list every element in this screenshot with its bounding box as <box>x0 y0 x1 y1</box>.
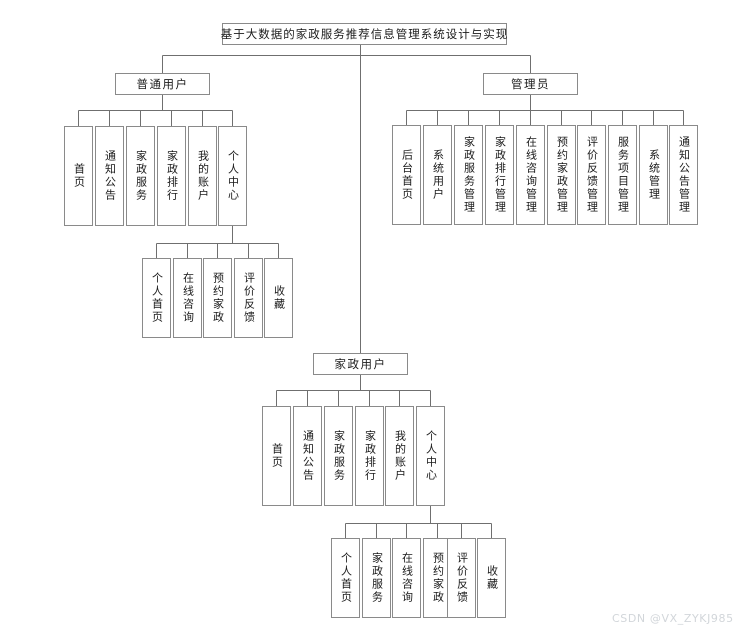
branch-node-normal-user[interactable]: 普通用户 <box>115 73 210 95</box>
leaf-node-housekeeping-user-2[interactable]: 家政服务 <box>324 406 353 506</box>
leaf-node-normal-user-0[interactable]: 首页 <box>64 126 93 226</box>
branch-node-housekeeping-user[interactable]: 家政用户 <box>313 353 408 375</box>
branch-node-admin[interactable]: 管理员 <box>483 73 578 95</box>
subleaf-node-normal-user-3[interactable]: 评价反馈 <box>234 258 263 338</box>
subleaf-node-housekeeping-user-2[interactable]: 在线咨询 <box>392 538 421 618</box>
leaf-node-normal-user-5[interactable]: 个人中心 <box>218 126 247 226</box>
leaf-node-admin-0[interactable]: 后台首页 <box>392 125 421 225</box>
subleaf-node-normal-user-2[interactable]: 预约家政 <box>203 258 232 338</box>
leaf-node-admin-9[interactable]: 通知公告管理 <box>669 125 698 225</box>
leaf-node-housekeeping-user-5[interactable]: 个人中心 <box>416 406 445 506</box>
watermark-text: CSDN @VX_ZYKJ985 <box>612 612 734 625</box>
leaf-node-admin-5[interactable]: 预约家政管理 <box>547 125 576 225</box>
subleaf-node-housekeeping-user-4[interactable]: 评价反馈 <box>447 538 476 618</box>
leaf-node-housekeeping-user-0[interactable]: 首页 <box>262 406 291 506</box>
leaf-node-normal-user-1[interactable]: 通知公告 <box>95 126 124 226</box>
leaf-node-housekeeping-user-3[interactable]: 家政排行 <box>355 406 384 506</box>
leaf-node-admin-8[interactable]: 系统管理 <box>639 125 668 225</box>
leaf-node-housekeeping-user-4[interactable]: 我的账户 <box>385 406 414 506</box>
leaf-node-housekeeping-user-1[interactable]: 通知公告 <box>293 406 322 506</box>
leaf-node-normal-user-4[interactable]: 我的账户 <box>188 126 217 226</box>
subleaf-node-normal-user-0[interactable]: 个人首页 <box>142 258 171 338</box>
subleaf-node-normal-user-1[interactable]: 在线咨询 <box>173 258 202 338</box>
leaf-node-admin-2[interactable]: 家政服务管理 <box>454 125 483 225</box>
leaf-node-admin-1[interactable]: 系统用户 <box>423 125 452 225</box>
leaf-node-normal-user-2[interactable]: 家政服务 <box>126 126 155 226</box>
subleaf-node-housekeeping-user-0[interactable]: 个人首页 <box>331 538 360 618</box>
leaf-node-normal-user-3[interactable]: 家政排行 <box>157 126 186 226</box>
leaf-node-admin-4[interactable]: 在线咨询管理 <box>516 125 545 225</box>
leaf-node-admin-6[interactable]: 评价反馈管理 <box>577 125 606 225</box>
leaf-node-admin-3[interactable]: 家政排行管理 <box>485 125 514 225</box>
root-node[interactable]: 基于大数据的家政服务推荐信息管理系统设计与实现 <box>221 23 507 45</box>
subleaf-node-housekeeping-user-1[interactable]: 家政服务 <box>362 538 391 618</box>
subleaf-node-housekeeping-user-5[interactable]: 收藏 <box>477 538 506 618</box>
subleaf-node-normal-user-4[interactable]: 收藏 <box>264 258 293 338</box>
leaf-node-admin-7[interactable]: 服务项目管理 <box>608 125 637 225</box>
